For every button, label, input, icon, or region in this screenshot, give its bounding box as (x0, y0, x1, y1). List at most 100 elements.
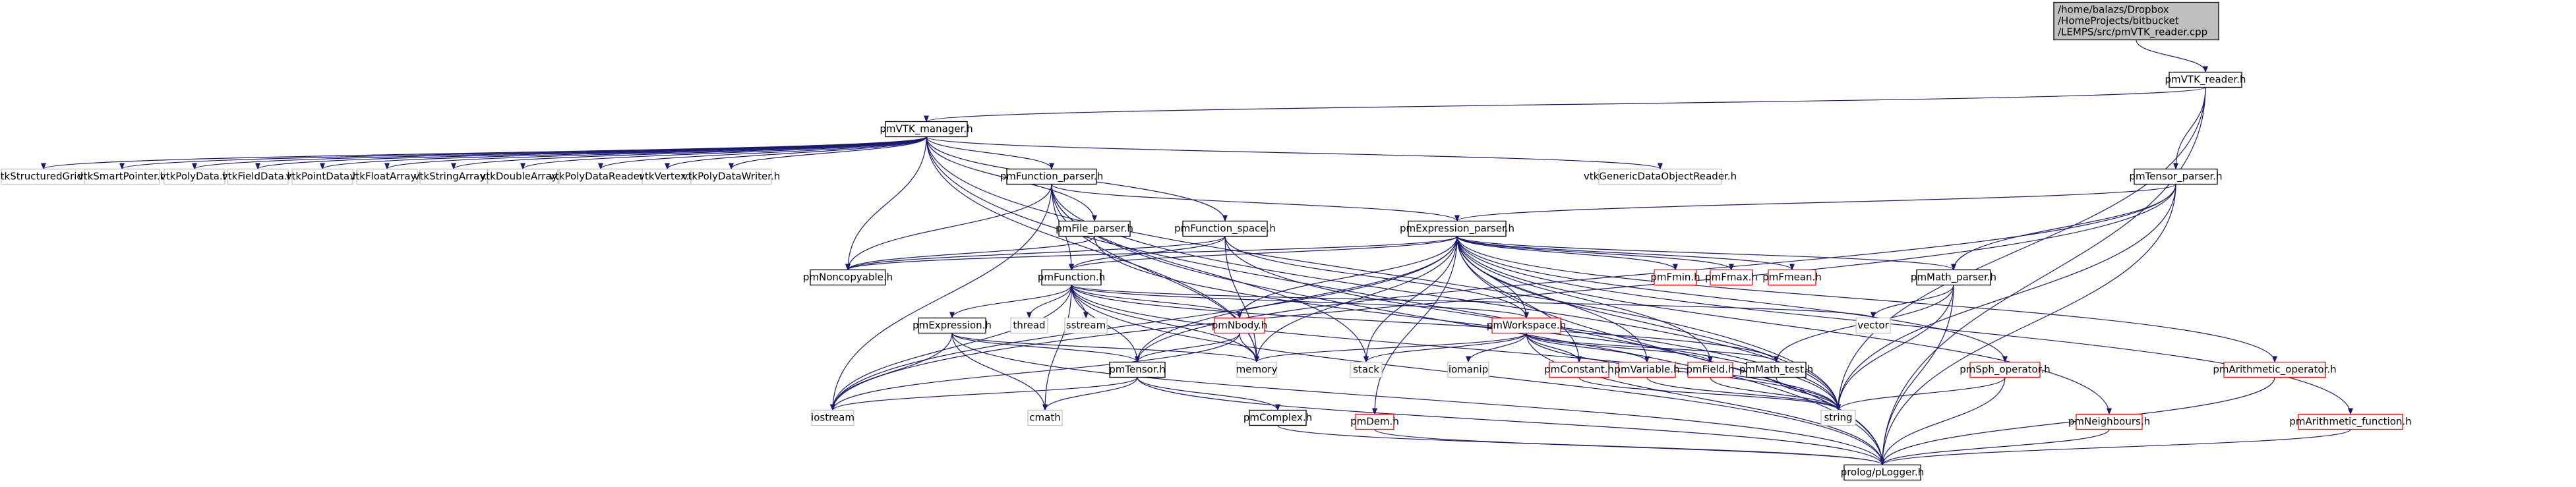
edge-pmWorkspace-to-pmVariable (1526, 333, 1650, 363)
node-pmExpression_parser-box (1408, 220, 1507, 237)
node-vtkSmartPointer-label: vtkSmartPointer.h (78, 171, 166, 183)
node-pmFile_parser[interactable]: pmFile_parser.h (1056, 220, 1133, 237)
node-sstream: sstream (1064, 317, 1108, 334)
node-pmExpression-box (918, 317, 986, 334)
node-pmFmean-label: pmFmean.h (1762, 272, 1822, 283)
edge-pmTensor_parser-to-pmExpression_parser (1454, 183, 2176, 222)
node-pmMath_parser[interactable]: pmMath_parser.h (1911, 269, 1996, 286)
edge-pmTensor_parser-to-string (1836, 184, 2176, 411)
edge-pmExpression_parser-to-string (1456, 236, 1841, 411)
node-pmDem-label: pmDem.h (1350, 416, 1399, 428)
edge-pmExpression_parser-to-prolog (1456, 236, 1885, 466)
edge-pmVTK_manager-to-vtkStringArray (451, 136, 927, 170)
node-pmMath_test[interactable]: pmMath_test.h (1739, 361, 1813, 378)
node-vtkStructuredGrid: vtkStructuredGrid.h (0, 168, 92, 185)
edge-pmFunction-to-pmNbody (1071, 285, 1242, 319)
node-prolog-box (1843, 464, 1921, 481)
edge-pmNbody-to-iostream (830, 333, 1240, 411)
node-pmNoncopyable-label: pmNoncopyable.h (803, 272, 893, 283)
node-vtkPolyData-label: vtkPolyData.h (160, 171, 229, 183)
node-vtkDoubleArray-label: vtkDoubleArray.h (480, 171, 565, 183)
node-cmath: cmath (1027, 409, 1063, 426)
edge-pmVTK_manager-to-vtkDoubleArray (520, 136, 927, 170)
edge-pmExpression_parser-to-pmArithmetic_operator (1456, 236, 2277, 363)
edge-pmFunction-to-thread (1027, 285, 1072, 319)
node-pmSph_operator-box (1969, 361, 2041, 378)
edge-pmSph_operator-to-string (1836, 377, 2006, 411)
node-sstream-box (1064, 317, 1108, 334)
node-stack-label: stack (1353, 364, 1379, 376)
node-pmArithmetic_function-label: pmArithmetic_function.h (2289, 416, 2411, 428)
edge-root-to-pmVTK_reader (2136, 40, 2208, 73)
node-vtkPointData-label: vtkPointData.h (286, 171, 359, 183)
node-pmConstant: pmConstant.h (1544, 361, 1614, 378)
edge-pmWorkspace-to-pmConstant (1526, 333, 1582, 363)
node-pmMath_parser-label: pmMath_parser.h (1911, 272, 1996, 284)
edge-pmVTK_manager-to-vtkPolyDataReader (598, 136, 927, 170)
node-iostream-label: iostream (811, 412, 854, 424)
node-pmExpression[interactable]: pmExpression.h (913, 317, 992, 334)
edge-pmVTK_manager-to-vtkFloatArray (384, 136, 927, 170)
node-pmExpression_parser-label: pmExpression_parser.h (1400, 223, 1514, 235)
node-pmField-box (1687, 361, 1733, 378)
edge-pmTensor-to-pmComplex (1137, 377, 1280, 411)
node-pmFmax-box (1710, 269, 1753, 286)
node-vtkPolyDataReader: vtkPolyDataReader.h (549, 168, 652, 185)
node-root[interactable]: /home/balazs/Dropbox/HomeProjects/bitbuc… (2053, 1, 2219, 41)
node-vtkVertex-label: vtkVertex.h (639, 171, 696, 183)
node-vtkFieldData-box (227, 168, 289, 185)
node-vtkPolyDataWriter-box (690, 168, 772, 185)
node-memory: memory (1236, 361, 1277, 378)
node-pmFunction_parser[interactable]: pmFunction_parser.h (1000, 168, 1103, 185)
node-pmVTK_manager-label: pmVTK_manager.h (880, 123, 973, 136)
node-thread: thread (1010, 317, 1048, 334)
node-iostream-box (811, 409, 854, 426)
node-pmComplex[interactable]: pmComplex.h (1243, 409, 1312, 426)
node-prolog[interactable]: prolog/pLogger.h (1841, 464, 1925, 481)
node-pmTensor-label: pmTensor.h (1109, 364, 1166, 376)
edge-pmMath_parser-to-vector (1871, 285, 1954, 319)
node-string-box (1820, 409, 1856, 426)
edge-pmExpression_parser-to-pmSph_operator (1456, 236, 2008, 363)
node-pmFunction[interactable]: pmFunction.h (1038, 269, 1105, 286)
node-iostream: iostream (811, 409, 854, 426)
edge-pmExpression-to-cmath (951, 333, 1048, 411)
node-pmSph_operator-label: pmSph_operator.h (1960, 364, 2051, 376)
node-pmArithmetic_function-box (2298, 413, 2403, 430)
node-pmFunction_space[interactable]: pmFunction_space.h (1174, 220, 1276, 237)
node-cmath-label: cmath (1029, 412, 1060, 424)
node-vtkGenericDataObjectReader-box (1598, 168, 1722, 185)
edge-pmVTK_manager-to-vtkPolyDataWriter (729, 136, 927, 170)
edge-pmExpression_parser-to-iostream (830, 236, 1458, 411)
edge-pmTensor_parser-to-prolog (1880, 184, 2176, 466)
edge-pmVTK_manager-to-vtkPolyData (192, 136, 927, 170)
node-pmComplex-box (1249, 409, 1307, 426)
node-pmFmin-label: pmFmin.h (1650, 272, 1700, 283)
node-pmVTK_manager-box (885, 121, 968, 138)
edge-pmFunction-to-pmWorkspace (1071, 284, 1529, 319)
node-vtkPolyData-box (164, 168, 225, 185)
node-pmVTK_reader-box (2169, 71, 2242, 88)
node-string: string (1820, 409, 1856, 426)
edge-pmNbody-to-pmTensor (1135, 333, 1240, 363)
node-pmVTK_reader[interactable]: pmVTK_reader.h (2165, 71, 2246, 88)
node-pmTensor_parser[interactable]: pmTensor_parser.h (2129, 168, 2223, 185)
node-stack: stack (1350, 361, 1383, 378)
node-pmExpression_parser[interactable]: pmExpression_parser.h (1400, 220, 1514, 237)
node-pmVariable-box (1618, 361, 1676, 378)
edge-pmVTK_manager-to-pmNoncopyable (845, 136, 927, 271)
node-pmVTK_manager[interactable]: pmVTK_manager.h (880, 121, 973, 138)
edge-pmMath_parser-to-string (1836, 285, 1954, 411)
node-pmTensor[interactable]: pmTensor.h (1109, 361, 1166, 378)
edge-pmVTK_manager-to-pmFunction_parser (926, 136, 1054, 170)
edge-pmWorkspace-to-prolog (1526, 333, 1885, 466)
node-pmFunction_space-box (1182, 220, 1268, 237)
node-pmNoncopyable[interactable]: pmNoncopyable.h (803, 269, 893, 286)
edge-pmVTK_manager-to-prolog (926, 136, 1885, 466)
node-pmDem: pmDem.h (1350, 413, 1399, 430)
node-pmDem-box (1355, 413, 1394, 430)
edge-pmVariable-to-string (1646, 377, 1841, 411)
edge-pmFunction-to-pmExpression (949, 285, 1072, 319)
node-vtkPointData-box (291, 168, 353, 185)
edge-pmExpression_parser-to-pmTensor (1135, 236, 1458, 363)
